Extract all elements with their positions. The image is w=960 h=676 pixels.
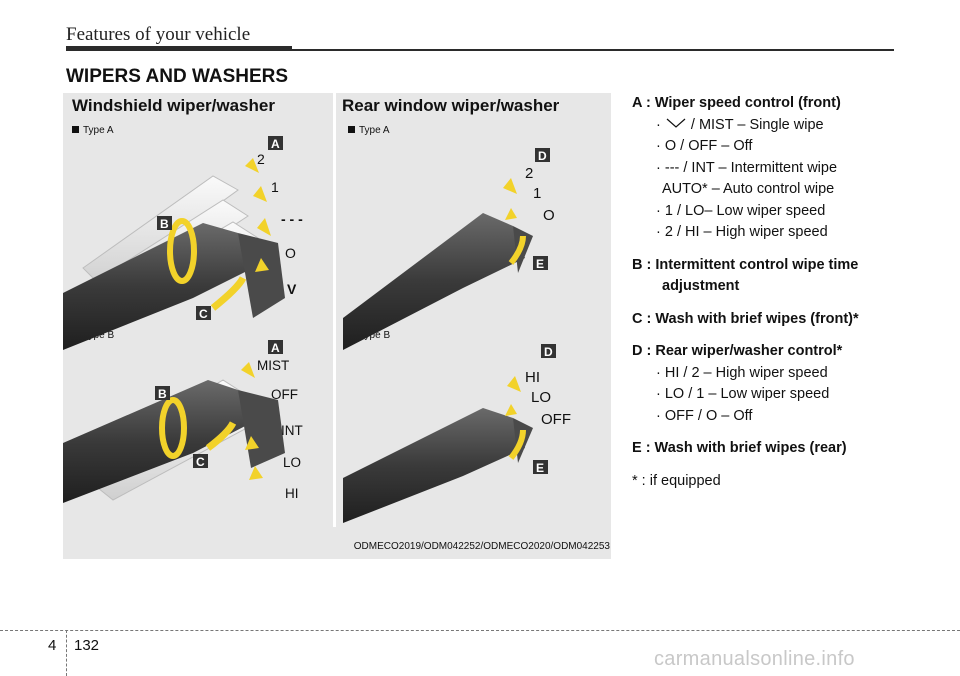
svg-text:E: E <box>536 257 544 271</box>
rear-a-pos-1: 1 <box>533 185 541 202</box>
front-a-pos-1: 1 <box>271 179 279 195</box>
page-chapter: 4 <box>48 637 57 654</box>
callout-d-rear <box>535 148 550 162</box>
wiper-lever-illustration: 2 1 - - - O V A B C MIST OFF INT LO HI A… <box>63 136 571 523</box>
legend-a-item-auto: AUTO* – Auto control wipe <box>662 181 835 197</box>
bullet-square-icon <box>348 126 355 133</box>
rear-type-b-lever <box>343 376 533 523</box>
rear-type-a-lever <box>343 178 533 350</box>
svg-text:C: C <box>196 455 205 469</box>
svg-text:D: D <box>544 345 553 359</box>
front-a-pos-mist: V <box>287 281 297 297</box>
callout-c-front <box>196 306 211 320</box>
svg-text:D: D <box>538 149 547 163</box>
legend-a-item-mist: · / MIST – Single wipe <box>656 116 824 133</box>
front-a-pos-off: O <box>285 245 296 261</box>
legend-b-title: B : Intermittent control wipe time <box>632 256 859 273</box>
front-b-pos-off: OFF <box>271 387 298 402</box>
legend-e-title: E : Wash with brief wipes (rear) <box>632 440 847 456</box>
legend-a-item-int: · --- / INT – Intermittent wipe <box>656 159 838 176</box>
legend-d-item-hi: · HI / 2 – High wiper speed <box>656 364 828 381</box>
front-type-a-lever <box>63 158 285 350</box>
legend-a-item-hi: · 2 / HI – High wiper speed <box>656 224 828 240</box>
front-b-pos-mist: MIST <box>257 358 289 373</box>
callout-b-front <box>157 216 172 230</box>
rear-a-pos-off: O <box>543 207 555 224</box>
front-panel-title: Windshield wiper/washer <box>72 96 275 115</box>
svg-text:A: A <box>271 341 280 355</box>
header-title: Features of your vehicle <box>66 24 251 45</box>
callout-e-rear-b <box>533 460 548 474</box>
front-type-a-label: Type A <box>72 125 114 136</box>
figure-box <box>63 93 611 559</box>
callout-d-rear-b <box>541 344 556 358</box>
section-title: WIPERS AND WASHERS <box>66 66 289 87</box>
header-rule-thin <box>292 49 894 51</box>
svg-text:B: B <box>158 387 167 401</box>
front-b-pos-int: INT <box>281 423 303 438</box>
legend-d-title: D : Rear wiper/washer control* <box>632 343 843 359</box>
legend-footnote: * : if equipped <box>632 472 721 489</box>
svg-text:B: B <box>160 217 169 231</box>
front-a-pos-2: 2 <box>257 151 265 167</box>
footer-divider <box>66 630 67 676</box>
svg-text:E: E <box>536 461 544 475</box>
legend-d-item-off: · OFF / O – Off <box>656 407 753 424</box>
legend: A : Wiper speed control (front) · / MIST… <box>632 93 932 492</box>
callout-c-front-b <box>193 454 208 468</box>
legend-c-title: C : Wash with brief wipes (front)* <box>632 310 859 327</box>
rear-b-pos-hi: HI <box>525 369 540 386</box>
legend-a-title: A : Wiper speed control (front) <box>632 95 841 111</box>
front-a-pos-int: - - - <box>281 211 303 227</box>
rear-a-pos-2: 2 <box>525 165 533 182</box>
legend-d-item-lo: · LO / 1 – Low wiper speed <box>656 386 830 402</box>
svg-text:C: C <box>199 307 208 321</box>
footer-rule <box>0 630 960 631</box>
rear-panel-title: Rear window wiper/washer <box>342 96 560 115</box>
callout-a-front-b <box>268 340 283 354</box>
figure-divider <box>333 93 336 527</box>
header-rule <box>66 46 292 51</box>
mist-chevron-icon <box>666 118 686 128</box>
rear-b-pos-off: OFF <box>541 411 571 428</box>
front-type-b-lever <box>63 362 285 503</box>
legend-a-item-off: · O / OFF – Off <box>656 138 753 154</box>
legend-a-item-lo: · 1 / LO– Low wiper speed <box>656 202 826 219</box>
page-number: 132 <box>74 637 100 654</box>
callout-a-front <box>268 136 283 150</box>
callout-b-front-b <box>155 386 170 400</box>
callout-e-rear <box>533 256 548 270</box>
watermark: carmanualsonline.info <box>654 648 855 670</box>
front-b-pos-lo: LO <box>283 455 301 470</box>
legend-b-cont: adjustment <box>662 278 740 294</box>
bullet-square-icon <box>72 126 79 133</box>
rear-b-pos-lo: LO <box>531 389 551 406</box>
front-b-pos-hi: HI <box>285 486 299 501</box>
figure-caption: ODMECO2019/ODM042252/ODMECO2020/ODM04225… <box>353 541 610 552</box>
svg-text:A: A <box>271 137 280 151</box>
rear-type-a-label: Type A <box>348 125 390 136</box>
